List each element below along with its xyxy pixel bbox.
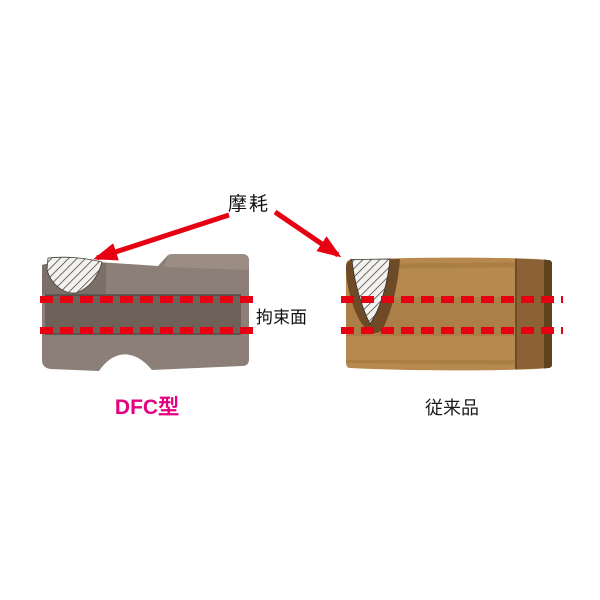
left-wear-hatch <box>46 256 103 294</box>
wear-annotation-label: 摩耗 <box>228 194 271 215</box>
constraint-surface-label: 拘束面 <box>256 308 307 327</box>
constraint-line-right-lower <box>341 327 563 334</box>
right-insert-bottom-edge <box>346 360 552 365</box>
right-wear-hatch <box>349 258 391 325</box>
right-insert-end-face <box>516 258 552 370</box>
arrow-to-right-wear-icon <box>273 209 342 258</box>
left-insert-caption: DFC型 <box>114 396 180 419</box>
right-insert-illustration <box>346 257 552 371</box>
right-insert-end-edge <box>544 259 552 369</box>
constraint-line-left-lower <box>40 327 255 334</box>
constraint-line-left-upper <box>40 296 255 303</box>
left-insert-groove-band <box>45 295 241 334</box>
left-insert-illustration <box>42 254 249 371</box>
constraint-line-right-upper <box>341 296 563 303</box>
right-insert-body <box>346 257 552 371</box>
right-insert-caption: 従来品 <box>425 398 479 418</box>
